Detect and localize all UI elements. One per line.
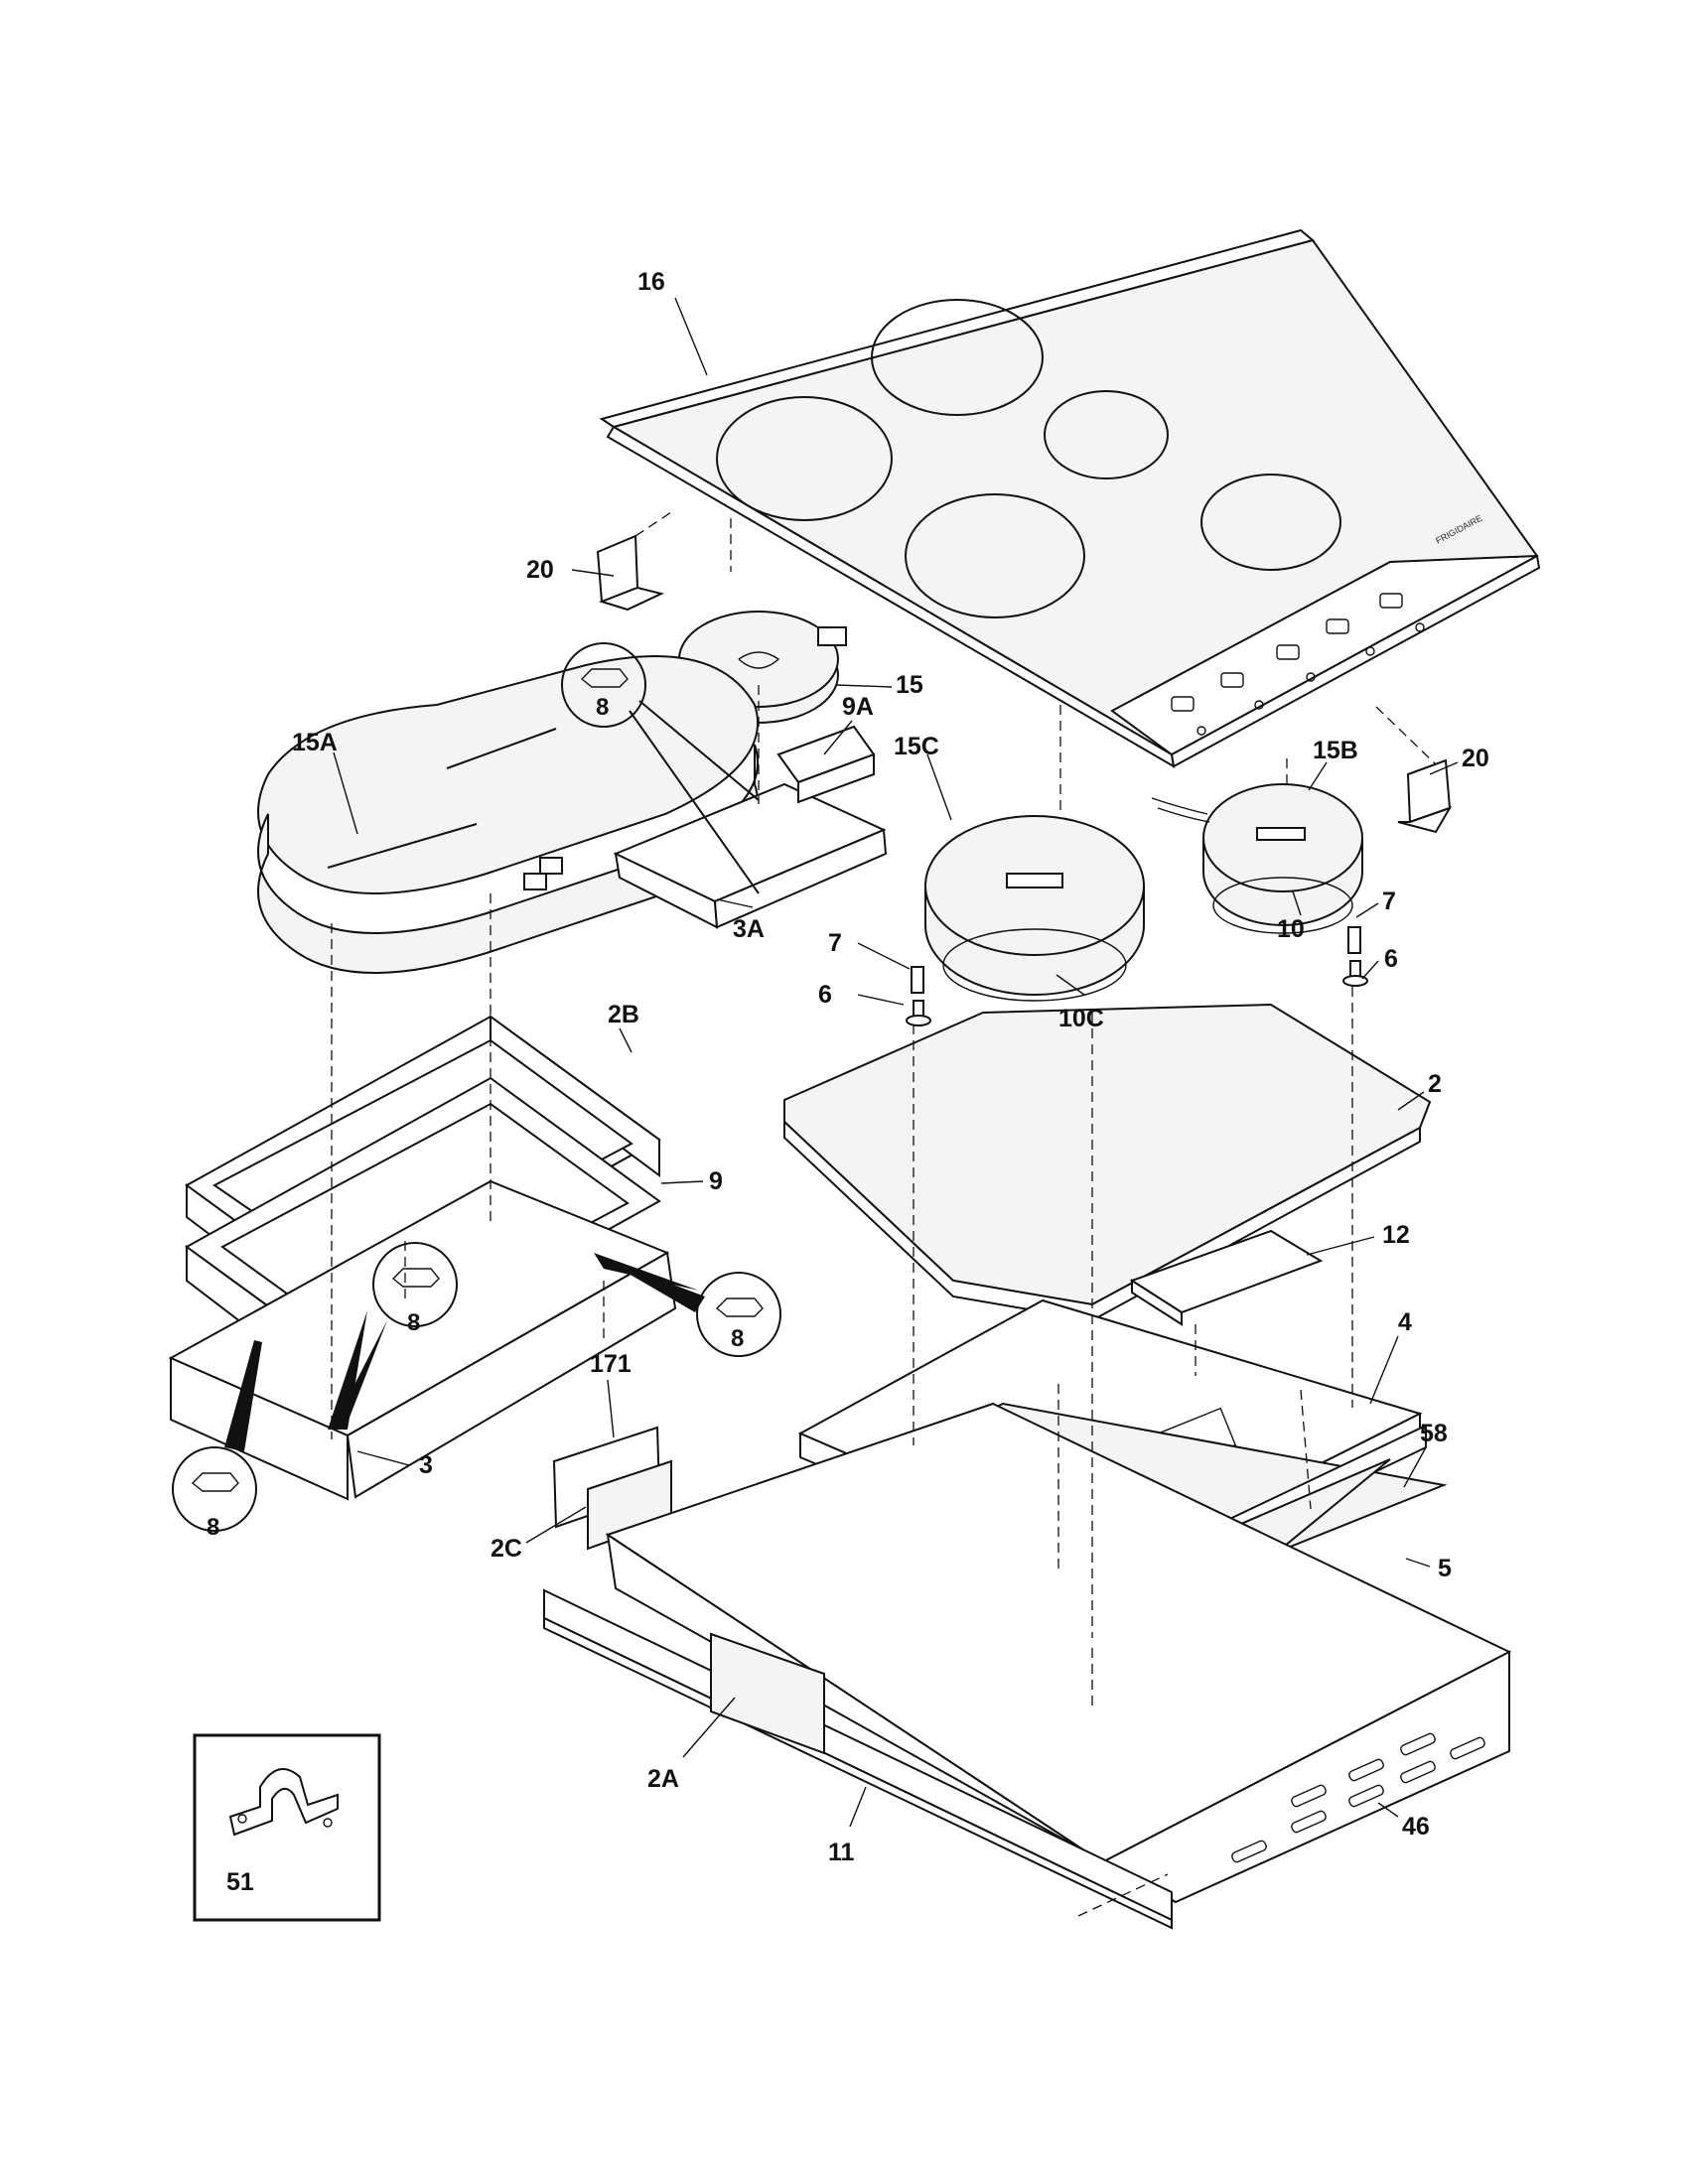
label-5: 5 <box>1438 1555 1452 1582</box>
vent-slots <box>1231 1732 1485 1863</box>
label-7-right: 7 <box>1382 887 1396 915</box>
label-16: 16 <box>637 268 665 296</box>
label-15a: 15A <box>292 729 338 756</box>
label-58: 58 <box>1420 1420 1448 1447</box>
clip-callout-3: 8 <box>594 1253 781 1357</box>
insulation-pad-2-part <box>783 1003 1432 1322</box>
label-15c: 15C <box>894 733 939 760</box>
label-11: 11 <box>828 1839 855 1866</box>
label-9a: 9A <box>842 693 874 721</box>
label-20-left: 20 <box>526 556 554 584</box>
label-3: 3 <box>419 1451 433 1479</box>
label-15: 15 <box>896 671 923 699</box>
induction-element-15b-part <box>1151 783 1363 934</box>
front-trim-11-part <box>543 1588 1173 1930</box>
induction-element-15c-part <box>924 815 1145 1002</box>
cooktop-glass-part: FRIGIDAIRE <box>599 228 1541 768</box>
label-2c: 2C <box>491 1535 522 1563</box>
label-10c: 10C <box>1058 1005 1104 1032</box>
label-2b: 2B <box>608 1001 639 1028</box>
part-labels: 16 20 15 15A 9A 15C 15B 20 3A 7 7 6 6 10… <box>292 268 1489 1866</box>
label-12: 12 <box>1382 1221 1410 1249</box>
element-bracket-3a-part <box>613 725 888 929</box>
clip-callout-1: 8 <box>561 642 760 894</box>
bridge-element-15a-part <box>257 655 760 974</box>
clip-callout-4: 8 <box>172 1340 262 1541</box>
label-4: 4 <box>1398 1308 1412 1336</box>
bracket-left-part <box>596 534 664 612</box>
leader-lines <box>333 297 1459 1828</box>
heat-shield-12-part <box>1129 1229 1324 1326</box>
spring-and-post-hardware <box>906 926 1368 1026</box>
label-46: 46 <box>1402 1813 1430 1841</box>
label-10: 10 <box>1277 915 1305 943</box>
control-knob-icons <box>1171 593 1425 736</box>
alignment-lines <box>331 511 1437 1917</box>
label-6-left: 6 <box>818 981 832 1009</box>
label-9: 9 <box>709 1167 723 1195</box>
chassis-46-part <box>605 1402 1512 1904</box>
label-3a: 3A <box>733 915 765 943</box>
clip-callout-2: 8 <box>328 1242 458 1430</box>
clip-2-label: 8 <box>407 1309 420 1336</box>
label-20-right: 20 <box>1462 745 1489 772</box>
label-7-left: 7 <box>828 929 842 957</box>
clip-4-label: 8 <box>207 1514 219 1541</box>
p-clip-icon <box>228 1768 339 1837</box>
inset-box-51: 51 <box>193 1733 381 1922</box>
label-15b: 15B <box>1313 737 1358 764</box>
label-2: 2 <box>1428 1070 1442 1098</box>
bracket-right-part <box>1397 758 1453 834</box>
shield-171-part <box>552 1426 672 1551</box>
label-2a: 2A <box>647 1765 679 1793</box>
burner-pan-3-part <box>168 1179 677 1501</box>
label-51: 51 <box>226 1868 254 1896</box>
clip-3-label: 8 <box>731 1325 744 1352</box>
label-171: 171 <box>590 1350 632 1378</box>
clip-1-label: 8 <box>596 694 609 721</box>
label-6-right: 6 <box>1384 945 1398 973</box>
